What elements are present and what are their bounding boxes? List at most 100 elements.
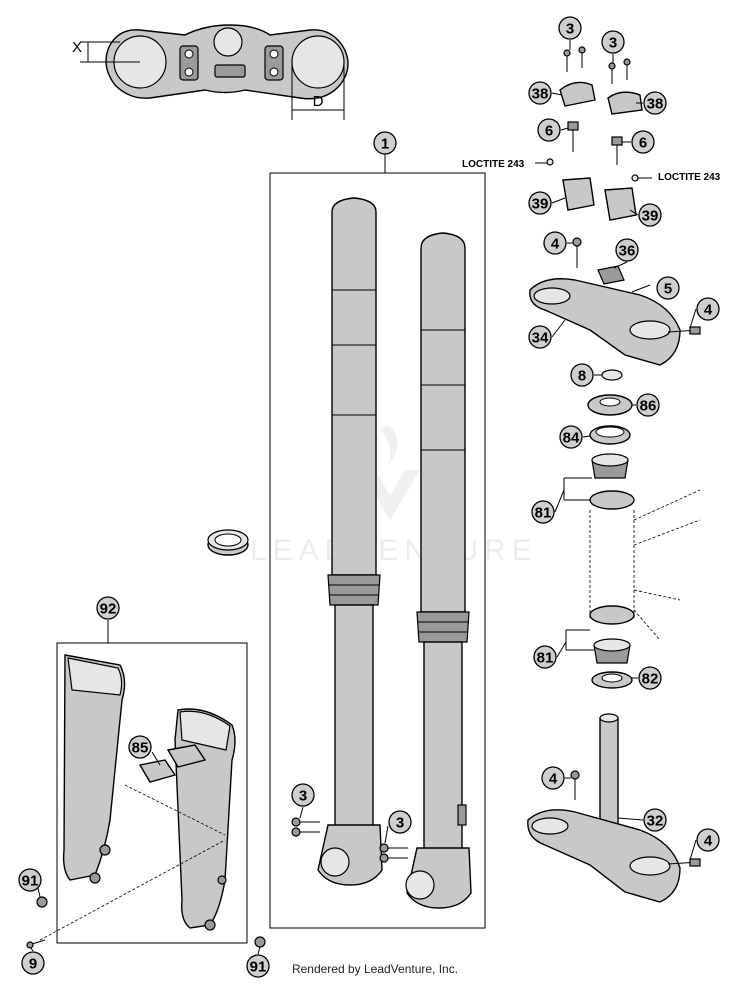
callout-bubble — [533, 645, 557, 669]
triple-clamp-dimension-view: X D — [72, 24, 349, 120]
callout-bubble — [696, 828, 720, 852]
watermark-text: LEADVENTURE — [250, 534, 538, 567]
callout-number: 38 — [532, 86, 549, 103]
steering-bearing-parts — [563, 369, 701, 689]
callout-number: 3 — [396, 815, 404, 832]
callout-c91b: 91 — [246, 954, 270, 978]
callout-number: 4 — [549, 771, 558, 788]
callout-bubble — [558, 16, 582, 40]
callout-bubble — [696, 297, 720, 321]
left-fork-leg — [317, 197, 383, 886]
callout-number: 39 — [642, 208, 659, 225]
callout-c9: 9 — [21, 951, 45, 975]
handlebar-clamp-parts: LOCTITE 243 LOCTITE 243 — [462, 46, 721, 221]
callout-bubble — [128, 735, 152, 759]
axle-clamp-bolts — [291, 817, 408, 863]
callout-c4b: 4 — [696, 297, 720, 321]
callout-c36: 36 — [615, 238, 639, 262]
callout-bubble — [528, 191, 552, 215]
callout-bubble — [643, 808, 667, 832]
loctite-note-left: LOCTITE 243 — [462, 159, 525, 170]
callout-bubble — [638, 203, 662, 227]
callout-c3b: 3 — [601, 30, 625, 54]
callout-number: 38 — [647, 96, 664, 113]
callout-number: 82 — [642, 671, 659, 688]
callout-bubble — [528, 81, 552, 105]
callout-bubble — [246, 954, 270, 978]
right-fork-leg — [405, 232, 472, 909]
callout-bubble — [528, 325, 552, 349]
callout-bubble — [531, 500, 555, 524]
callout-number: 85 — [132, 740, 149, 757]
callout-number: 4 — [704, 833, 713, 850]
callout-bubble — [559, 425, 583, 449]
callout-number: 81 — [535, 505, 552, 522]
callout-bubble — [388, 810, 412, 834]
callout-bubble — [537, 118, 561, 142]
callout-number: 4 — [704, 302, 713, 319]
callout-bubble — [656, 276, 680, 300]
callout-c81a: 81 — [531, 500, 555, 524]
dimension-d-label: D — [313, 93, 324, 110]
fork-assembly — [269, 154, 486, 929]
leader-lines — [30, 40, 697, 955]
callout-bubble — [638, 666, 662, 690]
callout-c32: 32 — [643, 808, 667, 832]
guard-screws — [26, 896, 266, 949]
lower-triple-clamp — [527, 713, 701, 903]
callout-c3a: 3 — [558, 16, 582, 40]
callout-number: 3 — [609, 35, 617, 52]
callout-number: 86 — [640, 398, 657, 415]
callout-c1: 1 — [373, 131, 397, 155]
callout-number: 91 — [22, 873, 39, 890]
callout-c38a: 38 — [528, 81, 552, 105]
callout-bubble — [21, 951, 45, 975]
callout-bubble — [96, 596, 120, 620]
callout-c84: 84 — [559, 425, 583, 449]
callout-c39a: 39 — [528, 191, 552, 215]
callout-c34: 34 — [528, 325, 552, 349]
callout-bubble — [18, 868, 42, 892]
callout-bubble — [636, 393, 660, 417]
callout-bubble — [373, 131, 397, 155]
callout-c39b: 39 — [638, 203, 662, 227]
callout-number: 3 — [299, 788, 307, 805]
render-credit: Rendered by LeadVenture, Inc. — [291, 962, 459, 976]
callout-bubble — [643, 91, 667, 115]
callout-bubble — [541, 766, 565, 790]
loctite-note-right: LOCTITE 243 — [658, 172, 721, 183]
fork-guard-assembly — [39, 620, 248, 944]
callout-c92: 92 — [96, 596, 120, 620]
callout-c8: 8 — [570, 363, 594, 387]
callout-c4c: 4 — [541, 766, 565, 790]
callout-c5: 5 — [656, 276, 680, 300]
callout-number: 5 — [664, 281, 672, 298]
callout-number: 6 — [639, 135, 647, 152]
callout-number: 32 — [647, 813, 664, 830]
callout-number: 34 — [532, 330, 549, 347]
callout-number: 39 — [532, 196, 549, 213]
callout-number: 84 — [563, 430, 580, 447]
callout-number: 81 — [537, 650, 554, 667]
callout-c85: 85 — [128, 735, 152, 759]
callout-number: 36 — [619, 243, 636, 260]
callout-c3d: 3 — [388, 810, 412, 834]
loose-ring — [207, 529, 249, 556]
callout-c4a: 4 — [543, 231, 567, 255]
callout-bubble — [615, 238, 639, 262]
callout-bubble — [570, 363, 594, 387]
dimension-x-label: X — [72, 39, 82, 56]
callout-c86: 86 — [636, 393, 660, 417]
callout-number: 92 — [100, 601, 117, 618]
callout-number: 8 — [578, 368, 586, 385]
callout-c6a: 6 — [537, 118, 561, 142]
callout-c81b: 81 — [533, 645, 557, 669]
upper-triple-clamp — [529, 237, 701, 366]
callout-number: 9 — [29, 956, 37, 973]
callout-number: 3 — [566, 21, 574, 38]
callout-number: 1 — [381, 136, 389, 153]
callout-c38b: 38 — [643, 91, 667, 115]
callout-c6b: 6 — [631, 130, 655, 154]
